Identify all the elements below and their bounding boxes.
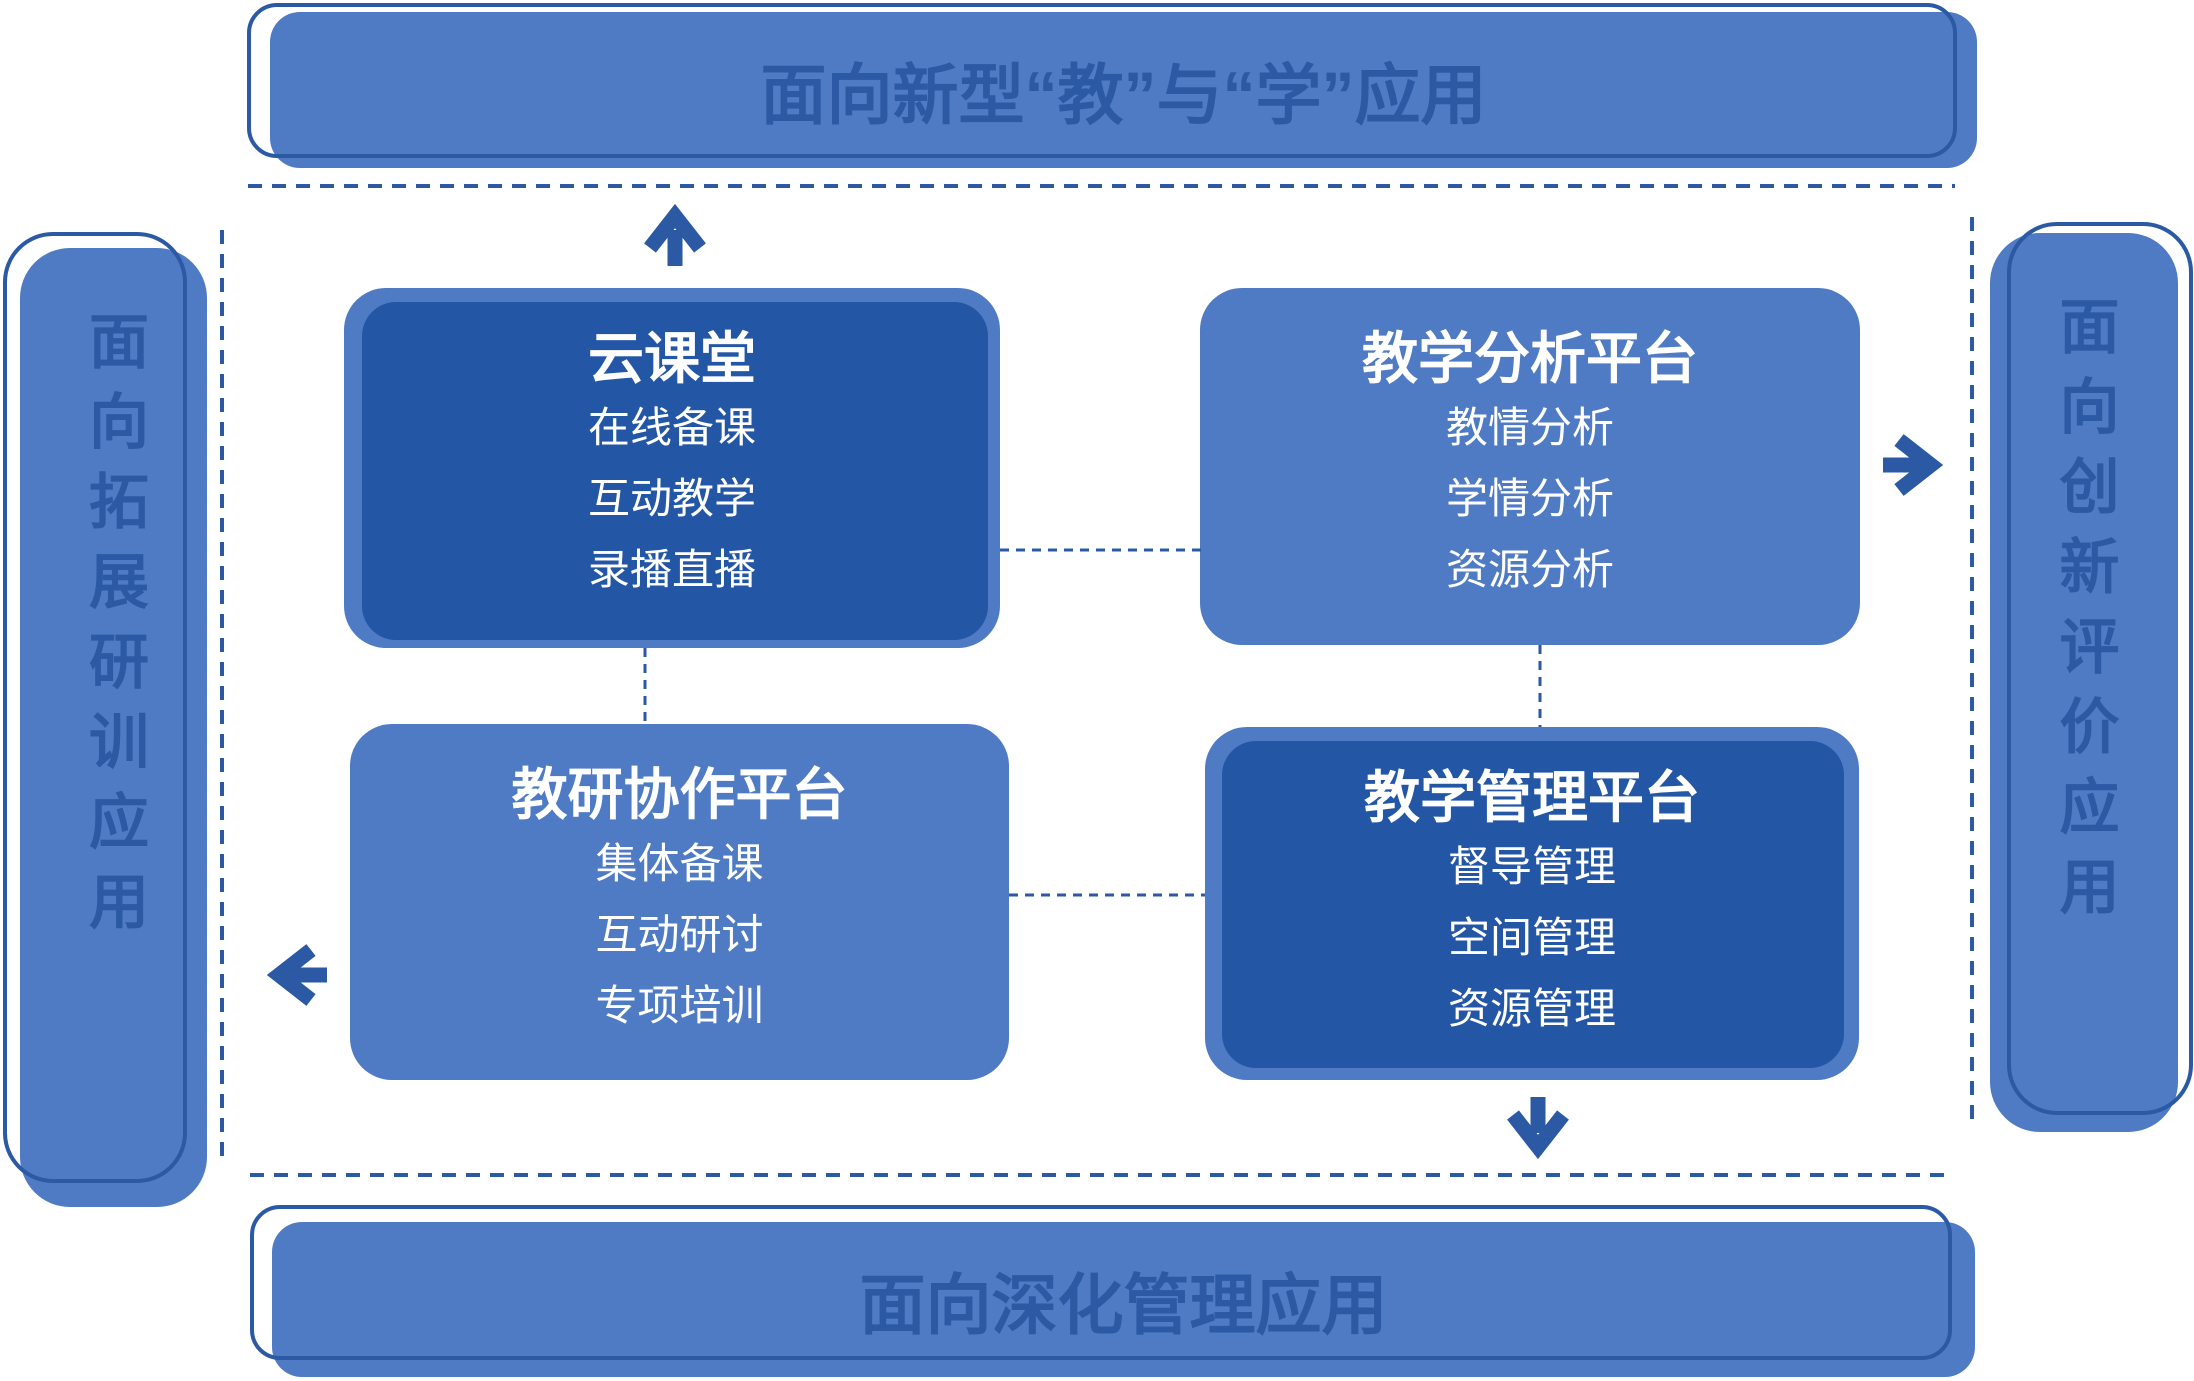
banner-bottom-label: 面向深化管理应用 xyxy=(859,1267,1388,1342)
banner-left-fill xyxy=(20,248,207,1207)
platform-card-cloud-classroom: 云课堂 在线备课 互动教学 录播直播 xyxy=(344,288,1000,648)
banner-right-label: 面向创新评价应用 xyxy=(2051,295,2118,935)
left-arrow-icon xyxy=(266,944,327,1006)
platform-title: 教研协作平台 xyxy=(511,763,848,826)
banner-left-label-wrap: 面向拓展研训应用 xyxy=(20,248,207,1207)
platform-item: 专项培训 xyxy=(595,982,764,1029)
platform-item: 学情分析 xyxy=(1445,475,1614,522)
platform-item: 录播直播 xyxy=(587,546,756,593)
down-arrow-icon xyxy=(1507,1097,1569,1160)
banner-right-label-wrap: 面向创新评价应用 xyxy=(1990,233,2178,1132)
platform-item: 集体备课 xyxy=(595,840,764,887)
platform-card-cloud-classroom-inner xyxy=(362,302,988,640)
banner-top-label: 面向新型“教”与“学”应用 xyxy=(760,58,1487,132)
platform-card-teaching-management: 教学管理平台 督导管理 空间管理 资源管理 xyxy=(1205,727,1859,1080)
platform-item: 互动教学 xyxy=(587,475,756,522)
banner-bottom-outline xyxy=(250,1205,1952,1360)
platform-item: 督导管理 xyxy=(1447,843,1616,890)
platform-card-research-collaboration: 教研协作平台 集体备课 互动研讨 专项培训 xyxy=(350,724,1009,1080)
banner-bottom-fill xyxy=(272,1222,1975,1377)
banner-right-fill xyxy=(1990,233,2178,1132)
banner-right-outline xyxy=(2007,222,2193,1115)
platform-item: 资源管理 xyxy=(1447,985,1616,1032)
platform-item: 互动研讨 xyxy=(595,911,764,958)
platform-title: 云课堂 xyxy=(588,327,756,390)
banner-left-label: 面向拓展研训应用 xyxy=(80,310,148,950)
banner-top-fill xyxy=(270,12,1977,168)
platform-item: 资源分析 xyxy=(1445,546,1614,593)
up-arrow-icon xyxy=(644,203,706,266)
banner-left-outline xyxy=(3,232,187,1183)
platform-item: 在线备课 xyxy=(587,404,756,451)
platform-item: 教情分析 xyxy=(1445,404,1614,451)
platform-card-teaching-management-inner xyxy=(1222,741,1844,1068)
platform-title: 教学管理平台 xyxy=(1364,766,1700,829)
banner-top-outline xyxy=(247,3,1957,158)
platform-item: 空间管理 xyxy=(1447,914,1616,961)
platform-title: 教学分析平台 xyxy=(1362,327,1698,390)
right-arrow-icon xyxy=(1883,434,1944,496)
platform-card-teaching-analysis: 教学分析平台 教情分析 学情分析 资源分析 xyxy=(1200,288,1860,645)
